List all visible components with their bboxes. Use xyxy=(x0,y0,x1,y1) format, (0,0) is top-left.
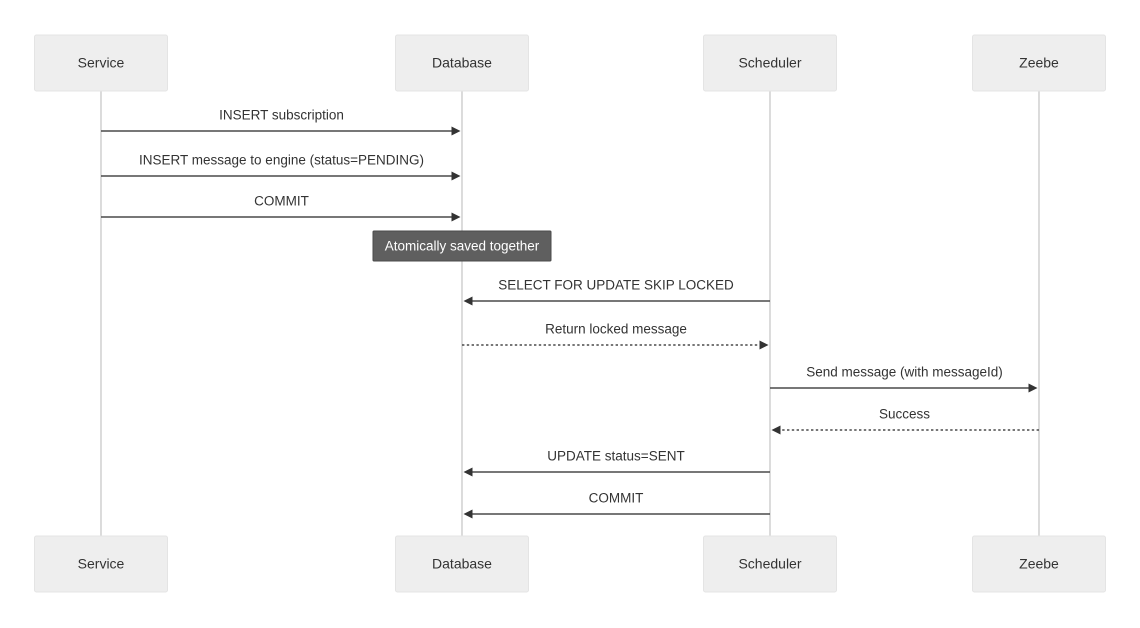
participant-service-top[interactable]: Service xyxy=(34,34,168,92)
participant-box xyxy=(34,535,168,593)
message-label: UPDATE status=SENT xyxy=(547,449,684,464)
message-label: COMMIT xyxy=(254,194,309,209)
participant-box xyxy=(972,535,1106,593)
arrow-head-icon xyxy=(463,509,473,519)
message-4[interactable]: SELECT FOR UPDATE SKIP LOCKED xyxy=(463,278,771,306)
note-label: Atomically saved together xyxy=(385,239,540,254)
participant-database-top[interactable]: Database xyxy=(395,34,529,92)
message-label: INSERT subscription xyxy=(219,108,344,123)
participant-label: Database xyxy=(432,55,492,71)
participant-zeebe-bottom[interactable]: Zeebe xyxy=(972,535,1106,593)
participant-service-bottom[interactable]: Service xyxy=(34,535,168,593)
arrow-head-icon xyxy=(463,467,473,477)
arrow-head-icon xyxy=(771,425,781,435)
participant-box xyxy=(703,34,837,92)
participant-label: Service xyxy=(78,556,125,572)
message-8[interactable]: UPDATE status=SENT xyxy=(463,449,771,477)
arrow-head-icon xyxy=(463,296,473,306)
arrow-head-icon xyxy=(451,212,461,222)
notes-layer: Atomically saved together xyxy=(372,230,552,262)
lifelines-layer xyxy=(100,91,1040,536)
message-9[interactable]: COMMIT xyxy=(463,491,771,519)
arrow-head-icon xyxy=(451,171,461,181)
message-label: SELECT FOR UPDATE SKIP LOCKED xyxy=(498,278,734,293)
arrow-head-icon xyxy=(759,340,769,350)
participant-scheduler-top[interactable]: Scheduler xyxy=(703,34,837,92)
participant-database-bottom[interactable]: Database xyxy=(395,535,529,593)
participants-layer: ServiceServiceDatabaseDatabaseSchedulerS… xyxy=(34,34,1106,593)
participant-label: Zeebe xyxy=(1019,556,1059,572)
message-7[interactable]: Success xyxy=(771,407,1040,435)
message-6[interactable]: Send message (with messageId) xyxy=(770,365,1038,393)
participant-box xyxy=(34,34,168,92)
participant-label: Scheduler xyxy=(738,55,801,71)
note-1[interactable]: Atomically saved together xyxy=(372,230,552,262)
participant-zeebe-top[interactable]: Zeebe xyxy=(972,34,1106,92)
arrow-head-icon xyxy=(451,126,461,136)
message-1[interactable]: INSERT subscription xyxy=(101,108,461,136)
note-box xyxy=(372,230,552,262)
message-label: INSERT message to engine (status=PENDING… xyxy=(139,153,424,168)
participant-label: Zeebe xyxy=(1019,55,1059,71)
arrow-head-icon xyxy=(1028,383,1038,393)
message-label: COMMIT xyxy=(589,491,644,506)
participant-label: Database xyxy=(432,556,492,572)
participant-box xyxy=(395,34,529,92)
participant-box xyxy=(395,535,529,593)
message-label: Send message (with messageId) xyxy=(806,365,1003,380)
message-2[interactable]: INSERT message to engine (status=PENDING… xyxy=(101,153,461,181)
message-3[interactable]: COMMIT xyxy=(101,194,461,222)
participant-label: Service xyxy=(78,55,125,71)
participant-scheduler-bottom[interactable]: Scheduler xyxy=(703,535,837,593)
participant-box xyxy=(972,34,1106,92)
message-5[interactable]: Return locked message xyxy=(462,322,769,350)
message-label: Return locked message xyxy=(545,322,687,337)
message-label: Success xyxy=(879,407,930,422)
participant-box xyxy=(703,535,837,593)
participant-label: Scheduler xyxy=(738,556,801,572)
